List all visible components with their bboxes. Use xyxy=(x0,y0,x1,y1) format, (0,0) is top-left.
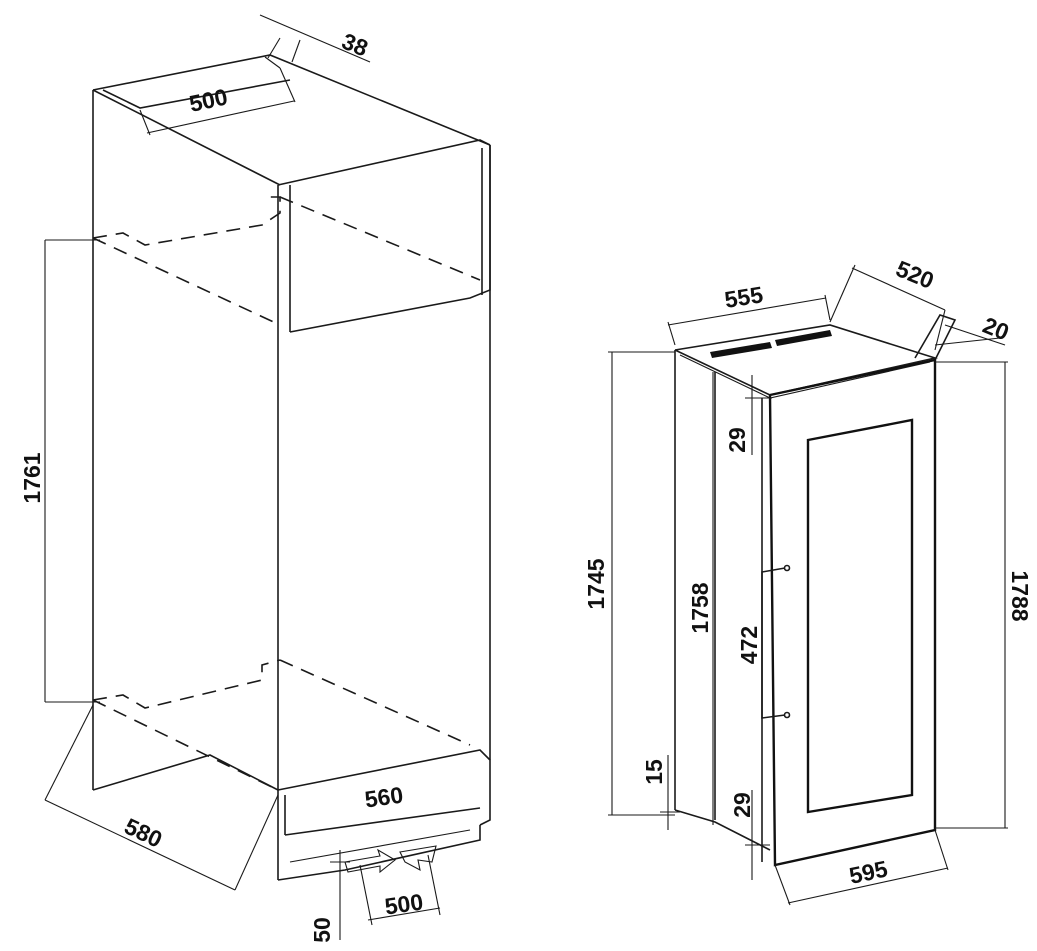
dim-rear-gap: 20 xyxy=(979,312,1012,346)
dim-appliance-height-front: 1745 xyxy=(583,558,609,609)
dim-appliance-depth: 520 xyxy=(892,255,937,293)
dim-appliance-height-body: 1758 xyxy=(687,582,713,633)
dim-base-offset: 15 xyxy=(641,759,667,785)
dim-appliance-height-total: 1788 xyxy=(1007,570,1033,621)
dim-opening-height: 1761 xyxy=(19,452,45,503)
dim-base-width: 560 xyxy=(363,782,405,813)
cabinet-dimensions: 500 38 1761 580 560 50 500 xyxy=(19,14,441,943)
dim-bottom-offset: 29 xyxy=(729,792,755,818)
airflow-arrow-icon xyxy=(344,845,437,874)
dim-base-depth: 580 xyxy=(120,813,166,853)
dim-top-width: 500 xyxy=(187,83,230,116)
dim-top-offset: 29 xyxy=(724,427,750,453)
cabinet-drawing xyxy=(92,54,491,881)
dim-top-depth: 38 xyxy=(338,28,372,62)
dim-vent-height: 50 xyxy=(309,917,335,943)
svg-text:· · · · · · · · ·: · · · · · · · · · xyxy=(719,342,772,358)
dim-door-width: 595 xyxy=(847,855,890,888)
dim-appliance-width: 555 xyxy=(723,281,765,313)
dim-handle-length: 472 xyxy=(736,626,762,664)
appliance-drawing: · · · · · · · · · xyxy=(674,314,957,867)
dim-vent-width: 500 xyxy=(383,889,425,920)
